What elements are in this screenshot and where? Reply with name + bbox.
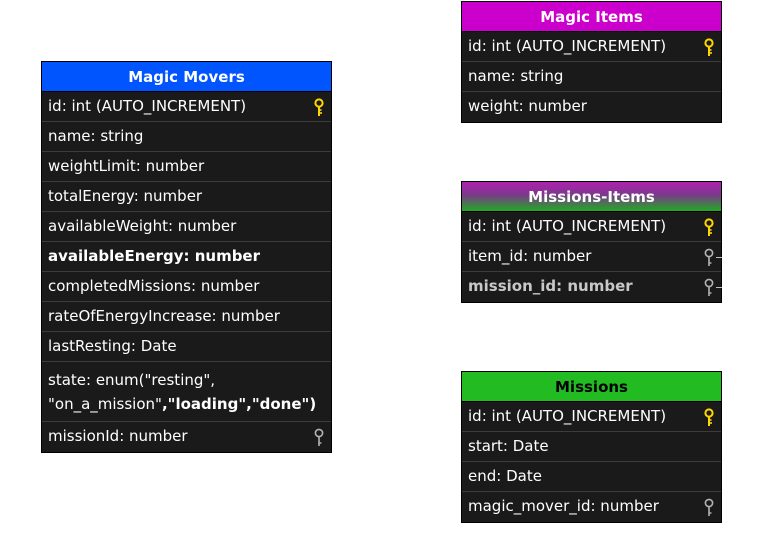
primary-key-icon [703, 218, 715, 238]
field-row[interactable]: mission_id: number [462, 272, 722, 302]
field-row[interactable]: lastResting: Date [42, 332, 331, 362]
field-label: weightLimit: number [48, 157, 205, 175]
table-header-missions[interactable]: Missions [462, 372, 721, 402]
field-row[interactable]: item_id: number [462, 242, 722, 272]
field-label: lastResting: Date [48, 337, 177, 355]
field-label-continued: "on_a_mission","loading","done") [48, 395, 317, 413]
field-label: rateOfEnergyIncrease: number [48, 307, 280, 325]
foreign-key-icon [703, 498, 715, 518]
field-label: magic_mover_id: number [468, 497, 659, 515]
field-label: completedMissions: number [48, 277, 260, 295]
foreign-key-icon [313, 428, 325, 448]
primary-key-icon [703, 408, 715, 428]
primary-key-icon [703, 38, 715, 58]
field-row[interactable]: completedMissions: number [42, 272, 331, 302]
field-row[interactable]: missionId: number [42, 422, 331, 452]
field-label: availableWeight: number [48, 217, 237, 235]
field-label: mission_id: number [468, 277, 633, 295]
field-label: start: Date [468, 437, 549, 455]
field-row[interactable]: rateOfEnergyIncrease: number [42, 302, 331, 332]
field-label: state: enum("resting", [48, 371, 216, 389]
foreign-key-icon [703, 278, 715, 298]
field-row[interactable]: availableEnergy: number [42, 242, 331, 272]
field-row[interactable]: weight: number [462, 92, 721, 122]
table-missions-items[interactable]: Missions-Items id: int (AUTO_INCREMENT) … [461, 181, 722, 303]
field-label: id: int (AUTO_INCREMENT) [48, 97, 247, 115]
foreign-key-icon [703, 248, 715, 268]
field-label: id: int (AUTO_INCREMENT) [468, 217, 667, 235]
field-label: id: int (AUTO_INCREMENT) [468, 37, 667, 55]
field-row[interactable]: magic_mover_id: number [462, 492, 721, 522]
field-label: weight: number [468, 97, 587, 115]
field-row[interactable]: name: string [42, 122, 331, 152]
field-row[interactable]: availableWeight: number [42, 212, 331, 242]
field-row[interactable]: weightLimit: number [42, 152, 331, 182]
field-row[interactable]: id: int (AUTO_INCREMENT) [462, 402, 721, 432]
relation-connector [716, 257, 722, 258]
relation-connector [716, 287, 722, 288]
field-row[interactable]: totalEnergy: number [42, 182, 331, 212]
field-label: end: Date [468, 467, 542, 485]
primary-key-icon [313, 98, 325, 118]
field-label: id: int (AUTO_INCREMENT) [468, 407, 667, 425]
table-header-magic-movers[interactable]: Magic Movers [42, 62, 331, 92]
field-label: totalEnergy: number [48, 187, 203, 205]
field-row-state[interactable]: state: enum("resting", "on_a_mission","l… [42, 362, 331, 422]
field-row[interactable]: id: int (AUTO_INCREMENT) [462, 212, 721, 242]
field-label: missionId: number [48, 427, 188, 445]
field-label: item_id: number [468, 247, 592, 265]
table-magic-items[interactable]: Magic Items id: int (AUTO_INCREMENT) nam… [461, 1, 722, 123]
table-header-magic-items[interactable]: Magic Items [462, 2, 721, 32]
field-row[interactable]: name: string [462, 62, 721, 92]
table-magic-movers[interactable]: Magic Movers id: int (AUTO_INCREMENT) na… [41, 61, 332, 453]
table-missions[interactable]: Missions id: int (AUTO_INCREMENT) start:… [461, 371, 722, 523]
field-label: availableEnergy: number [48, 247, 261, 265]
field-row[interactable]: start: Date [462, 432, 721, 462]
field-row[interactable]: id: int (AUTO_INCREMENT) [462, 32, 721, 62]
field-label: name: string [48, 127, 144, 145]
field-row[interactable]: id: int (AUTO_INCREMENT) [42, 92, 331, 122]
field-row[interactable]: end: Date [462, 462, 721, 492]
field-label: name: string [468, 67, 564, 85]
table-header-missions-items[interactable]: Missions-Items [462, 182, 721, 212]
